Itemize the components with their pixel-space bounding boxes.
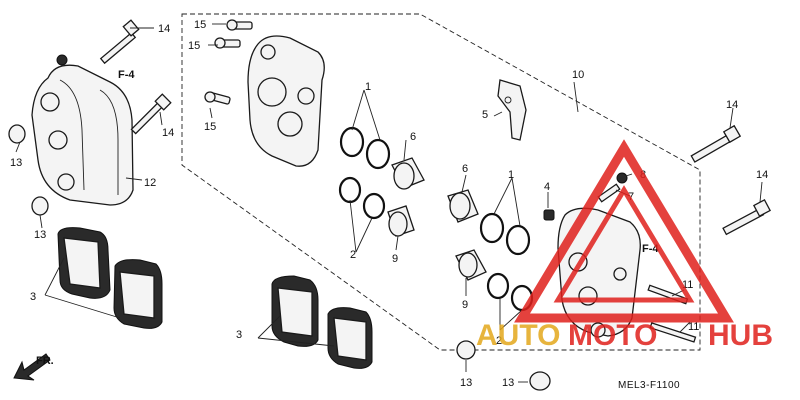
callout-15a: 15	[194, 19, 206, 31]
callout-13a: 13	[10, 157, 22, 169]
callout-3b: 3	[236, 329, 242, 341]
cap-13-left-lower	[31, 196, 49, 216]
callout-13c: 13	[460, 377, 472, 389]
callout-1a: 1	[365, 81, 371, 93]
callout-4: 4	[544, 181, 550, 193]
cap-13-bottom-a	[456, 340, 476, 360]
callout-14d: 14	[756, 169, 768, 181]
left-caliper-body	[31, 54, 134, 206]
piston-9-upper	[387, 205, 415, 237]
callout-15c: 15	[204, 121, 216, 133]
bolt-14-upper-right	[690, 124, 742, 163]
watermark-triangle	[514, 139, 734, 323]
callout-6b: 6	[462, 163, 468, 175]
watermark-logo	[514, 139, 734, 323]
callout-15b: 15	[188, 40, 200, 52]
callout-10: 10	[572, 69, 584, 81]
callout-1b: 1	[508, 169, 514, 181]
brake-pads-center	[271, 275, 373, 369]
ref-label-left: F-4	[118, 69, 135, 81]
callout-3a: 3	[30, 291, 36, 303]
callout-9b: 9	[462, 299, 468, 311]
cap-13-left-upper	[8, 124, 26, 144]
callout-13b: 13	[34, 229, 46, 241]
piston-seals-lower	[479, 212, 534, 312]
piston-6-upper	[391, 157, 425, 190]
bolt-15-b	[214, 37, 241, 49]
piston-seals-upper	[338, 126, 391, 220]
leader-lines	[15, 23, 763, 383]
diagram-code: MEL3-F1100	[618, 380, 680, 391]
enclosure-outline	[181, 13, 701, 351]
right-caliper-half	[557, 207, 641, 338]
callout-14a: 14	[158, 23, 170, 35]
arrow-label: FR.	[36, 355, 54, 367]
callout-2a: 2	[350, 249, 356, 261]
bleeder-7-8	[597, 172, 628, 203]
callout-5: 5	[482, 109, 488, 121]
callout-14c: 14	[726, 99, 738, 111]
cap-4	[543, 209, 555, 221]
bolt-15-a	[226, 19, 253, 31]
bolt-14-upper-left	[99, 19, 140, 65]
callout-11a: 11	[682, 279, 693, 291]
callout-2b: 2	[496, 335, 502, 347]
watermark-text-mid: MOTO	[568, 319, 657, 352]
brake-pads-left	[57, 227, 163, 329]
pin-11-lower	[649, 322, 697, 343]
bolt-15-c	[204, 91, 231, 105]
piston-9-lower	[455, 249, 487, 281]
front-direction-arrow: FR.	[13, 353, 54, 381]
callout-11b: 11	[688, 321, 699, 333]
callout-14b: 14	[162, 127, 174, 139]
cap-13-bottom-b	[529, 371, 551, 391]
watermark-text-left: AUTO	[476, 319, 560, 352]
center-caliper-half	[247, 35, 325, 167]
bolt-14-lower-left	[130, 93, 172, 135]
watermark-text-right: HUB	[708, 319, 773, 352]
callout-9a: 9	[392, 253, 398, 265]
pad-spring-5	[497, 79, 527, 141]
callout-6a: 6	[410, 131, 416, 143]
callout-13d: 13	[502, 377, 514, 389]
callout-12: 12	[144, 177, 156, 189]
bolt-14-lower-right	[722, 199, 771, 236]
piston-6-lower	[447, 189, 479, 223]
callout-numbers: 1 1 2 2 3 3 4 5 6 6 7 8 9 9 10 11 11 12 …	[10, 19, 768, 389]
